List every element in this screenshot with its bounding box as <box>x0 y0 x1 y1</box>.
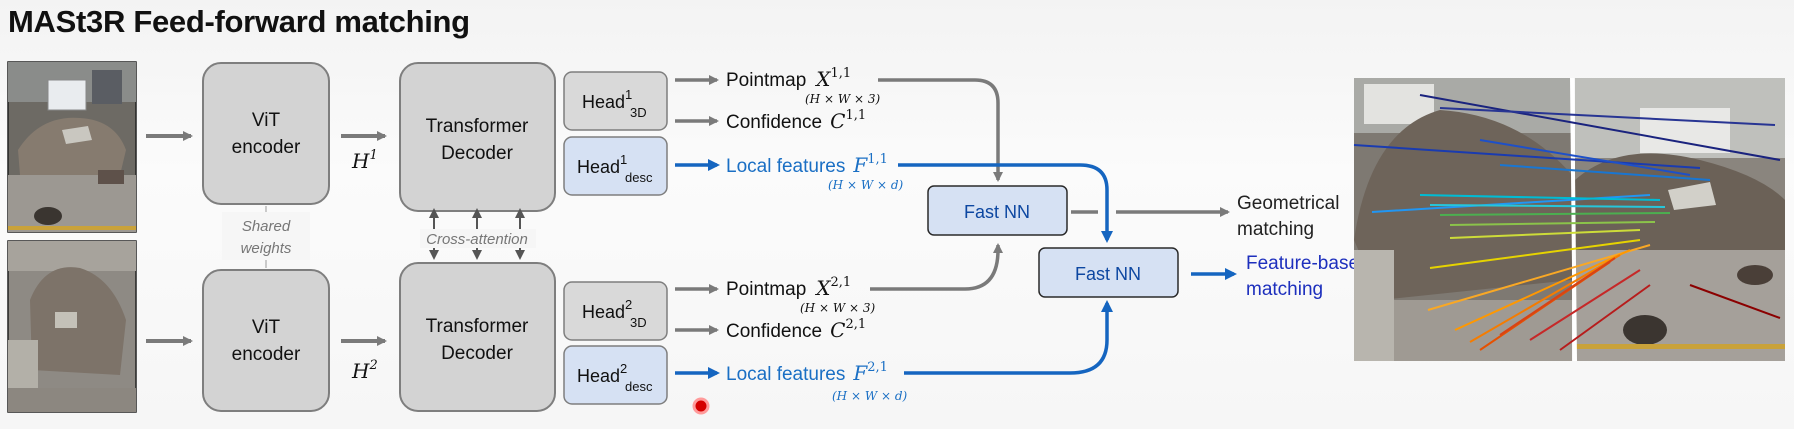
arrow-pointmap2-to-fastnn1 <box>870 243 1003 291</box>
svg-text:Head1: Head1 <box>577 152 627 177</box>
vit-encoder-1: ViT encoder <box>202 62 330 205</box>
fast-nn-1: Fast NN <box>927 185 1068 236</box>
svg-text:desc: desc <box>625 379 653 394</box>
decoder2-line2: Decoder <box>441 343 513 364</box>
record-indicator-icon <box>692 397 710 415</box>
head-3d-1: Head1 3D <box>563 71 668 131</box>
transformer-decoder-2: Transformer Decoder <box>399 262 556 412</box>
decoder2-line1: Transformer <box>426 316 529 337</box>
shared-weights-line2: weights <box>241 240 292 257</box>
decoder1-line2: Decoder <box>441 143 513 164</box>
token-h1: H1 <box>351 148 378 173</box>
svg-text:3D: 3D <box>630 105 647 120</box>
local2-dim: (H × W × d) <box>832 389 908 403</box>
local1-dim: (H × W × d) <box>828 178 904 192</box>
geometrical-line1: Geometrical <box>1237 193 1339 214</box>
encoder1-line2: encoder <box>232 137 301 158</box>
arrow-local2-to-fastnn2 <box>904 300 1113 375</box>
cross-attention-bg <box>420 229 536 248</box>
pointmap2-dim: (H × W × 3) <box>800 301 875 315</box>
arrow-local1-to-fastnn2 <box>898 163 1113 243</box>
input-image-2 <box>7 240 137 413</box>
svg-text:Fast NN: Fast NN <box>1075 264 1141 284</box>
shared-weights-bg <box>222 212 310 260</box>
vit-encoder-2: ViT encoder <box>202 269 330 412</box>
svg-text:Head2: Head2 <box>577 361 627 386</box>
encoder1-line1: ViT <box>252 110 281 131</box>
svg-text:desc: desc <box>625 170 653 185</box>
arrow-pointmap1-to-fastnn1 <box>878 78 1003 182</box>
cross-attention-label: Cross-attention <box>426 231 528 248</box>
transformer-decoder-1: Transformer Decoder <box>399 62 556 212</box>
head-desc-1: Head1 desc <box>563 136 668 196</box>
input-image-1 <box>7 61 137 233</box>
svg-text:3D: 3D <box>630 315 647 330</box>
encoder2-line2: encoder <box>232 344 301 365</box>
pointmap1-dim: (H × W × 3) <box>805 92 880 106</box>
geometrical-line2: matching <box>1237 219 1314 240</box>
svg-text:Head1: Head1 <box>582 87 632 112</box>
token-h2: H2 <box>351 358 378 383</box>
shared-weights-line1: Shared <box>242 218 291 235</box>
head-3d-2: Head2 3D <box>563 281 668 341</box>
feature-line2: matching <box>1246 279 1323 300</box>
svg-text:Fast NN: Fast NN <box>964 202 1030 222</box>
svg-text:Head2: Head2 <box>582 297 632 322</box>
head-desc-2: Head2 desc <box>563 345 668 405</box>
decoder1-line1: Transformer <box>426 116 529 137</box>
feature-line1: Feature-based <box>1246 253 1370 274</box>
encoder2-line1: ViT <box>252 317 281 338</box>
fast-nn-2: Fast NN <box>1038 247 1179 298</box>
matching-visualization <box>1353 77 1785 362</box>
slide-title: MASt3R Feed-forward matching <box>8 4 470 39</box>
